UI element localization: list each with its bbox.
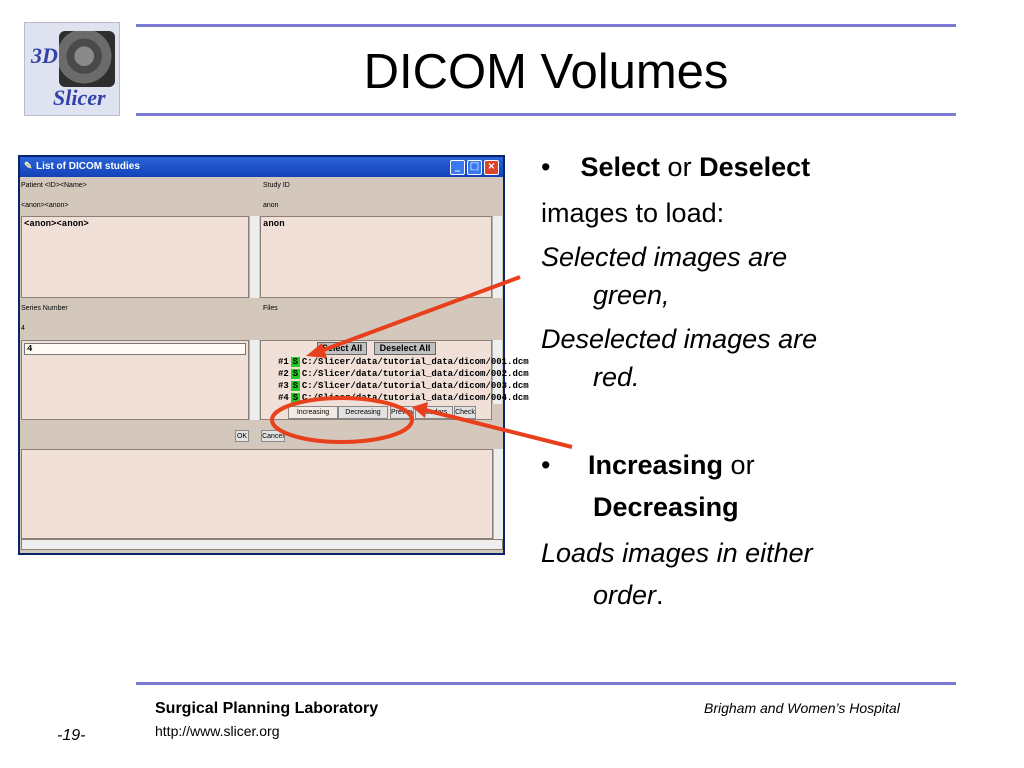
order-note-b: order. [593,580,664,610]
dicom-studies-window: ✎List of DICOM studies _ □ × Patient <ID… [18,155,529,555]
window-client: Patient <ID><Name> <anon><anon> Study ID… [20,177,529,553]
study-list[interactable]: anon [260,216,492,298]
study-header: Study ID [263,182,290,189]
maximize-button[interactable]: □ [467,160,482,175]
page-number: -19- [57,727,86,744]
deselected-note-a: Deselected images are [541,324,818,354]
footer-hospital: Brigham and Women’s Hospital [704,700,900,716]
list-item[interactable]: 4 [24,343,246,355]
minimize-button[interactable]: _ [450,160,465,175]
title-underline [136,113,956,116]
footer-org: Surgical Planning Laboratory [155,700,379,717]
files-list-scrollbar[interactable] [492,340,502,404]
patient-header: Patient <ID><Name> [21,182,87,189]
decreasing-button[interactable]: Decreasing [338,406,388,419]
bullet-2-line-2: Decreasing [593,492,739,522]
ok-button[interactable]: OK [235,430,249,442]
selected-flag[interactable]: S [290,357,300,367]
footer-url[interactable]: http://www.slicer.org [155,723,280,739]
patient-list[interactable]: <anon><anon> [21,216,249,298]
bullet-2-line-1: • Increasing or [541,450,755,480]
deselect-all-button[interactable]: Deselect All [374,342,436,355]
quill-icon: ✎ [24,161,33,172]
slide-title: DICOM Volumes [363,45,729,99]
series-subheader: 4 [21,325,25,332]
selected-flag[interactable]: S [290,369,300,379]
brain-scan-image [59,31,115,87]
selected-flag[interactable]: S [290,393,300,403]
headers-button[interactable]: Headers [415,406,453,419]
bullet-1-line-1: • Select or Deselect [541,152,811,182]
bullet-1-line-2: images to load: [541,198,725,228]
cancel-button[interactable]: Cancel [261,430,285,442]
check-button[interactable]: Check [454,406,476,419]
select-all-button[interactable]: Select All [317,342,367,355]
deselected-note-b: red. [593,362,640,392]
logo-slicer-text: Slicer [53,85,106,110]
list-item[interactable]: <anon><anon> [24,219,89,229]
preview-button[interactable]: Preview [390,406,414,419]
log-vertical-scrollbar[interactable] [493,449,503,539]
series-list-scrollbar[interactable] [249,340,259,420]
patient-subheader: <anon><anon> [21,202,69,209]
series-list[interactable]: 4 [21,340,249,420]
slicer-logo: 3D Slicer [24,22,120,116]
selected-note-b: green, [593,280,670,310]
list-item[interactable]: anon [263,219,285,229]
patient-list-scrollbar[interactable] [249,216,259,298]
footer-rule [136,682,956,685]
study-list-scrollbar[interactable] [492,216,502,298]
files-header: Files [263,305,278,312]
logo-3d-text: 3D [31,43,58,68]
log-horizontal-scrollbar[interactable] [21,539,503,550]
top-rule [136,24,956,27]
selected-flag[interactable]: S [290,381,300,391]
close-button[interactable]: × [484,160,499,175]
series-header: Series Number [21,305,68,312]
log-area [21,449,493,539]
increasing-button[interactable]: Increasing [288,406,338,419]
order-note-a: Loads images in either [541,538,813,568]
window-titlebar[interactable]: ✎List of DICOM studies _ □ × [20,157,503,177]
study-subheader: anon [263,202,279,209]
selected-note-a: Selected images are [541,242,788,272]
window-title: List of DICOM studies [36,161,140,172]
